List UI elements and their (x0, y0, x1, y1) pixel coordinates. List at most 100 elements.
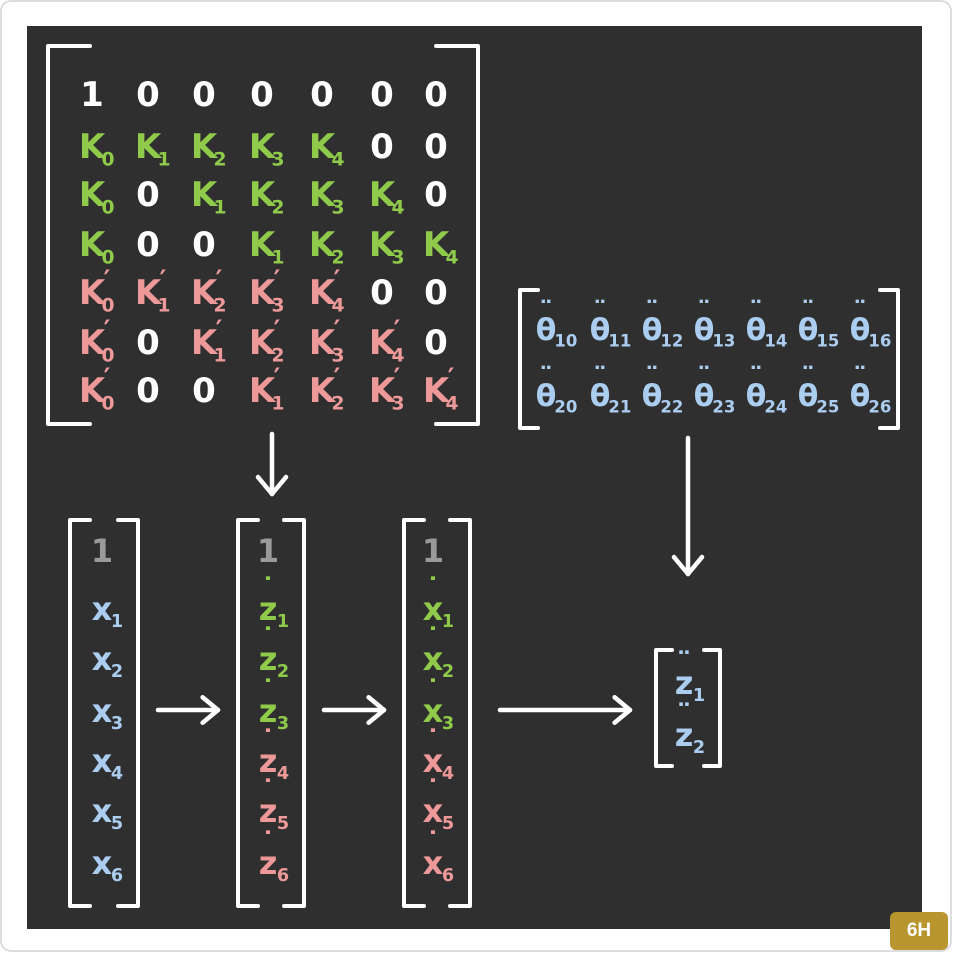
k-matrix-cell: K3 (249, 127, 285, 170)
svg-text:4: 4 (111, 764, 123, 784)
svg-text:5: 5 (111, 814, 123, 834)
theta-matrix-cell: θ¨23 (694, 361, 736, 416)
zddot-vector-entry: z¨1 (675, 647, 705, 706)
svg-text:0: 0 (136, 225, 160, 265)
svg-text:′: ′ (274, 316, 281, 346)
down-arrow-theta-to-zddot (671, 435, 705, 577)
svg-text:1: 1 (91, 532, 113, 570)
svg-text:11: 11 (608, 332, 631, 351)
zdot-vector-right-bracket (282, 518, 306, 908)
svg-text:24: 24 (764, 398, 787, 417)
k-matrix-cell: K′1 (135, 266, 171, 317)
corner-badge: 6H (890, 912, 948, 950)
svg-text:4: 4 (445, 247, 458, 268)
svg-text:¨: ¨ (801, 295, 815, 328)
zddot-vector-right-bracket (702, 648, 722, 768)
svg-text:¨: ¨ (749, 361, 763, 394)
svg-text:′: ′ (216, 266, 223, 296)
svg-text:′: ′ (394, 316, 401, 346)
svg-text:θ: θ (536, 313, 557, 348)
svg-text:˙: ˙ (425, 623, 440, 658)
svg-text:z: z (259, 792, 278, 830)
svg-text:K: K (249, 371, 277, 411)
svg-text:1: 1 (442, 612, 454, 632)
svg-text:0: 0 (136, 323, 160, 363)
right-arrow-xdot-to-zddot (497, 695, 633, 725)
zddot-vector-left-bracket (654, 648, 674, 768)
k-matrix-cell: K4 (423, 225, 459, 268)
svg-text:¨: ¨ (539, 361, 553, 394)
svg-text:1: 1 (213, 345, 226, 366)
k-matrix-left-bracket (46, 44, 92, 426)
svg-text:K: K (79, 225, 107, 265)
k-matrix-cell: K′0 (79, 316, 115, 367)
svg-text:2: 2 (111, 662, 123, 682)
svg-text:6: 6 (442, 866, 454, 886)
k-matrix-cell: K1 (191, 175, 227, 218)
svg-text:16: 16 (868, 332, 891, 351)
svg-text:′: ′ (104, 364, 111, 394)
svg-text:x: x (423, 590, 444, 628)
svg-text:2: 2 (442, 662, 454, 682)
svg-text:4: 4 (391, 345, 404, 366)
theta-matrix-cell: θ¨24 (746, 361, 788, 416)
svg-text:˙: ˙ (260, 675, 275, 710)
svg-text:6: 6 (111, 866, 123, 886)
svg-text:˙: ˙ (425, 775, 440, 810)
svg-text:˙: ˙ (425, 725, 440, 760)
k-matrix-cell: 0 (192, 371, 216, 411)
svg-text:K: K (249, 323, 277, 363)
svg-text:22: 22 (660, 398, 683, 417)
svg-text:K: K (249, 127, 277, 167)
k-matrix-cell: 0 (424, 273, 448, 313)
x-vector-entry: 1 (91, 532, 113, 570)
svg-text:x: x (92, 590, 113, 628)
svg-text:˙: ˙ (425, 675, 440, 710)
svg-text:12: 12 (660, 332, 683, 351)
svg-text:K: K (191, 273, 219, 313)
svg-text:3: 3 (111, 714, 123, 734)
svg-text:1: 1 (213, 197, 226, 218)
svg-text:x: x (423, 792, 444, 830)
svg-text:1: 1 (422, 532, 444, 570)
svg-text:˙: ˙ (260, 775, 275, 810)
k-matrix-cell: 0 (424, 127, 448, 167)
k-matrix-cell: 0 (192, 225, 216, 265)
svg-text:K: K (191, 175, 219, 215)
svg-text:5: 5 (442, 814, 454, 834)
svg-text:15: 15 (816, 332, 839, 351)
svg-text:5: 5 (277, 814, 289, 834)
k-matrix-cell: K2 (191, 127, 227, 170)
svg-text:′: ′ (216, 316, 223, 346)
svg-text:K: K (79, 175, 107, 215)
svg-text:4: 4 (331, 295, 344, 316)
svg-text:θ: θ (590, 313, 611, 348)
svg-text:20: 20 (554, 398, 577, 417)
k-matrix-cell: K0 (79, 175, 115, 218)
zdot-vector-entry: z˙4 (259, 725, 289, 784)
svg-text:1: 1 (271, 247, 284, 268)
svg-text:14: 14 (764, 332, 787, 351)
down-arrow-k-to-zdot (255, 431, 289, 497)
svg-text:˙: ˙ (260, 827, 275, 862)
svg-text:′: ′ (334, 266, 341, 296)
k-matrix-cell: 1 (80, 75, 104, 115)
right-arrow-zdot-to-xdot (321, 695, 387, 725)
svg-text:1: 1 (271, 393, 284, 414)
svg-text:K: K (309, 371, 337, 411)
svg-text:′: ′ (274, 266, 281, 296)
k-matrix-cell: K1 (249, 225, 285, 268)
svg-text:˙: ˙ (260, 725, 275, 760)
svg-text:3: 3 (271, 295, 284, 316)
svg-text:4: 4 (331, 149, 344, 170)
svg-text:2: 2 (331, 393, 344, 414)
svg-text:K: K (249, 225, 277, 265)
x-vector-entry: x1 (92, 590, 123, 632)
svg-text:3: 3 (442, 714, 454, 734)
svg-text:K: K (369, 225, 397, 265)
svg-text:0: 0 (101, 247, 114, 268)
svg-text:z: z (259, 742, 278, 780)
svg-text:¨: ¨ (853, 295, 867, 328)
k-matrix-cell: 0 (370, 273, 394, 313)
